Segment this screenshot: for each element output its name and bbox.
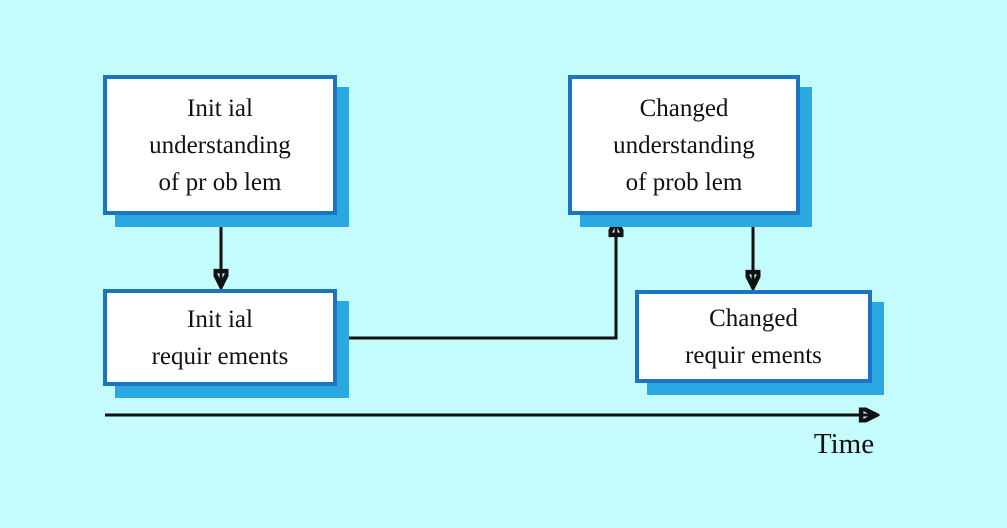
box-initial-requirements: Init ial requir ements	[103, 289, 337, 386]
box-line: requir ements	[151, 342, 289, 370]
box-initial-understanding: Init ial understanding of pr ob lem	[103, 75, 337, 215]
box-line: Init ial	[187, 94, 253, 122]
box-changed-requirements: Changed requir ements	[635, 290, 872, 383]
box-line: understanding	[613, 131, 755, 159]
box-line: requir ements	[685, 341, 822, 369]
box-line: Init ial	[187, 305, 253, 333]
box-changed-understanding: Changed understanding of prob lem	[568, 75, 800, 215]
timeline-label: Time	[813, 428, 875, 460]
box-line: of prob lem	[625, 168, 743, 196]
arrow-initial-requirements-to-changed-understanding	[338, 222, 616, 340]
box-line: understanding	[149, 131, 291, 159]
box-line: Changed	[709, 304, 798, 332]
box-line: Changed	[639, 94, 729, 122]
box-line: of pr ob lem	[158, 168, 282, 196]
